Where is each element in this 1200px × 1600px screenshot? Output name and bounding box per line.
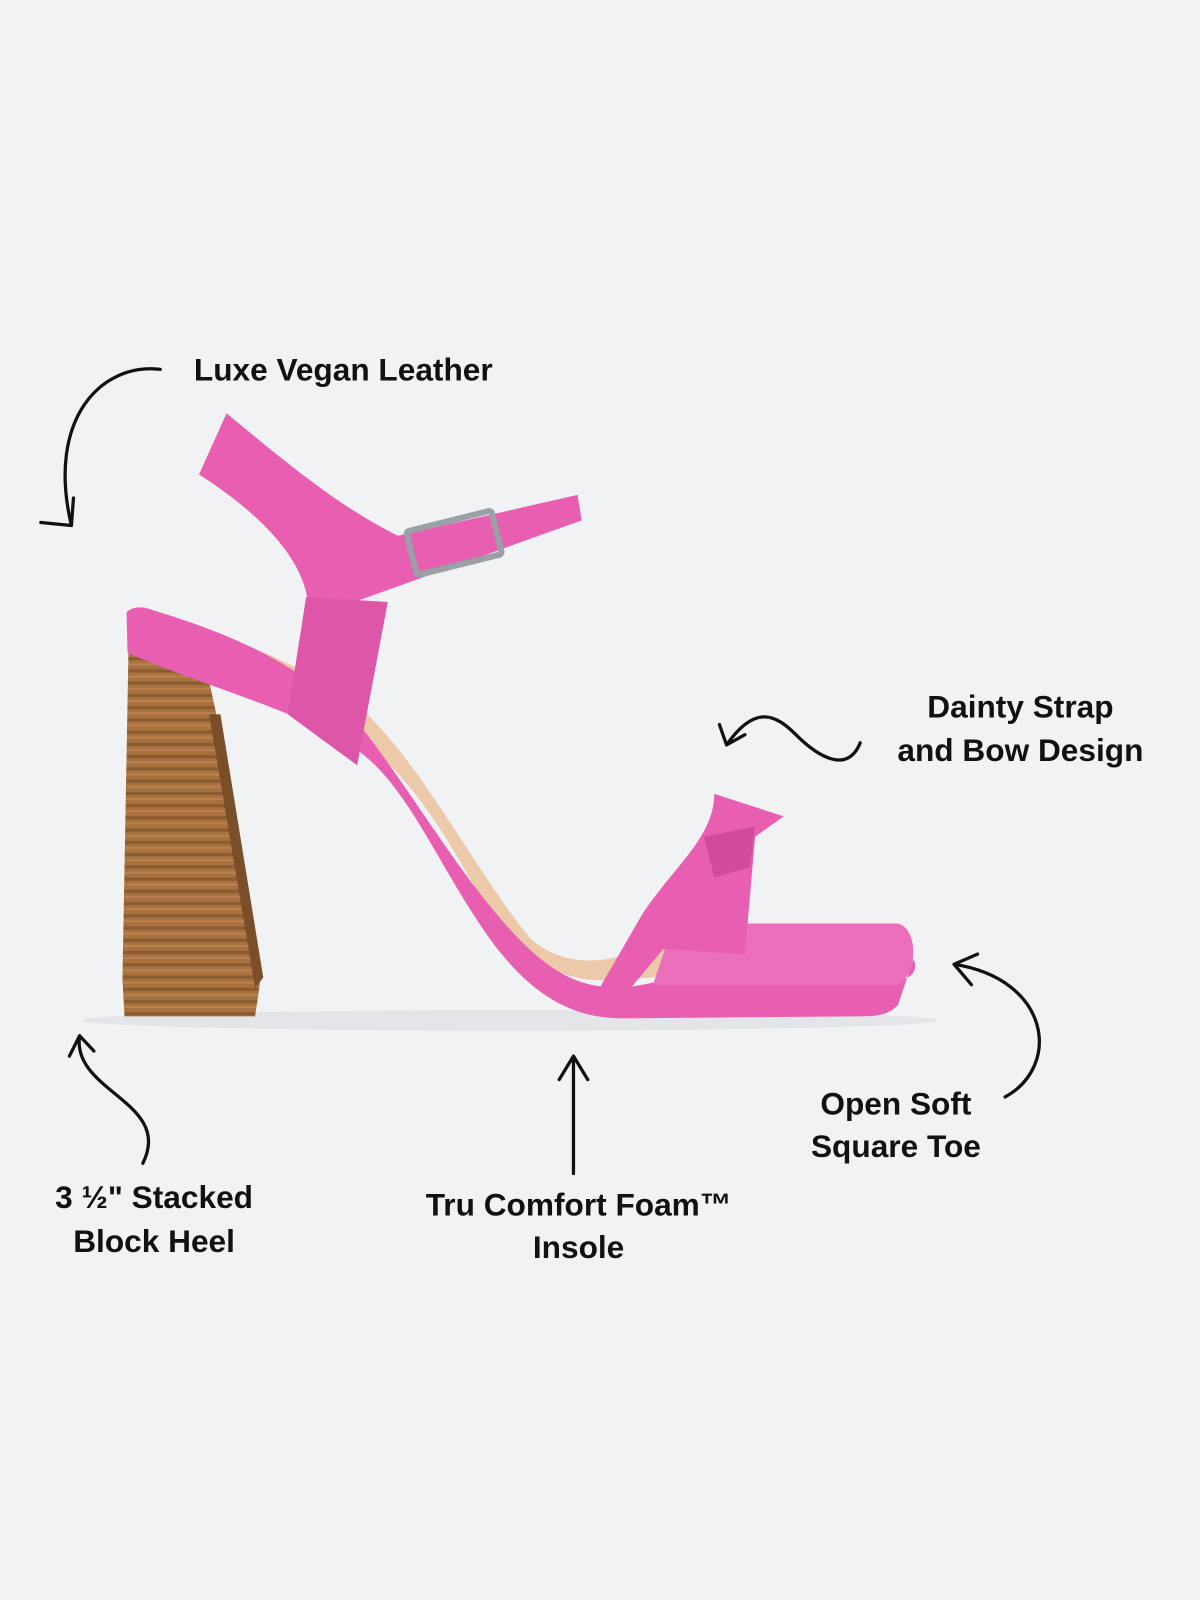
squiggle-arrow-icon	[717, 715, 862, 762]
ankle-strap	[198, 413, 582, 618]
callout-heel-line2: Block Heel	[73, 1223, 235, 1259]
curved-arrow-icon	[952, 952, 1041, 1099]
callout-strap-line1: Dainty Strap	[927, 688, 1113, 724]
curved-arrow-icon	[67, 1034, 151, 1165]
stacked-block-heel	[122, 644, 262, 1017]
buckle-icon	[403, 508, 505, 578]
callout-toe-line2: Square Toe	[811, 1128, 981, 1164]
callout-toe-line1: Open Soft	[820, 1085, 972, 1121]
callout-strap-line2: and Bow Design	[897, 732, 1143, 768]
curved-arrow-icon	[39, 367, 162, 528]
callout-insole-line1: Tru Comfort Foam™	[426, 1186, 732, 1222]
callout-insole-line2: Insole	[533, 1229, 624, 1265]
heel-side	[209, 714, 264, 988]
sandal-image	[81, 413, 939, 1031]
quarter-strap	[287, 596, 388, 766]
callout-luxe-vegan-leather: Luxe Vegan Leather	[194, 352, 493, 388]
bow-knot	[704, 826, 756, 878]
callout-heel-line1: 3 ½" Stacked	[55, 1179, 253, 1215]
straight-arrow-icon	[557, 1054, 590, 1176]
